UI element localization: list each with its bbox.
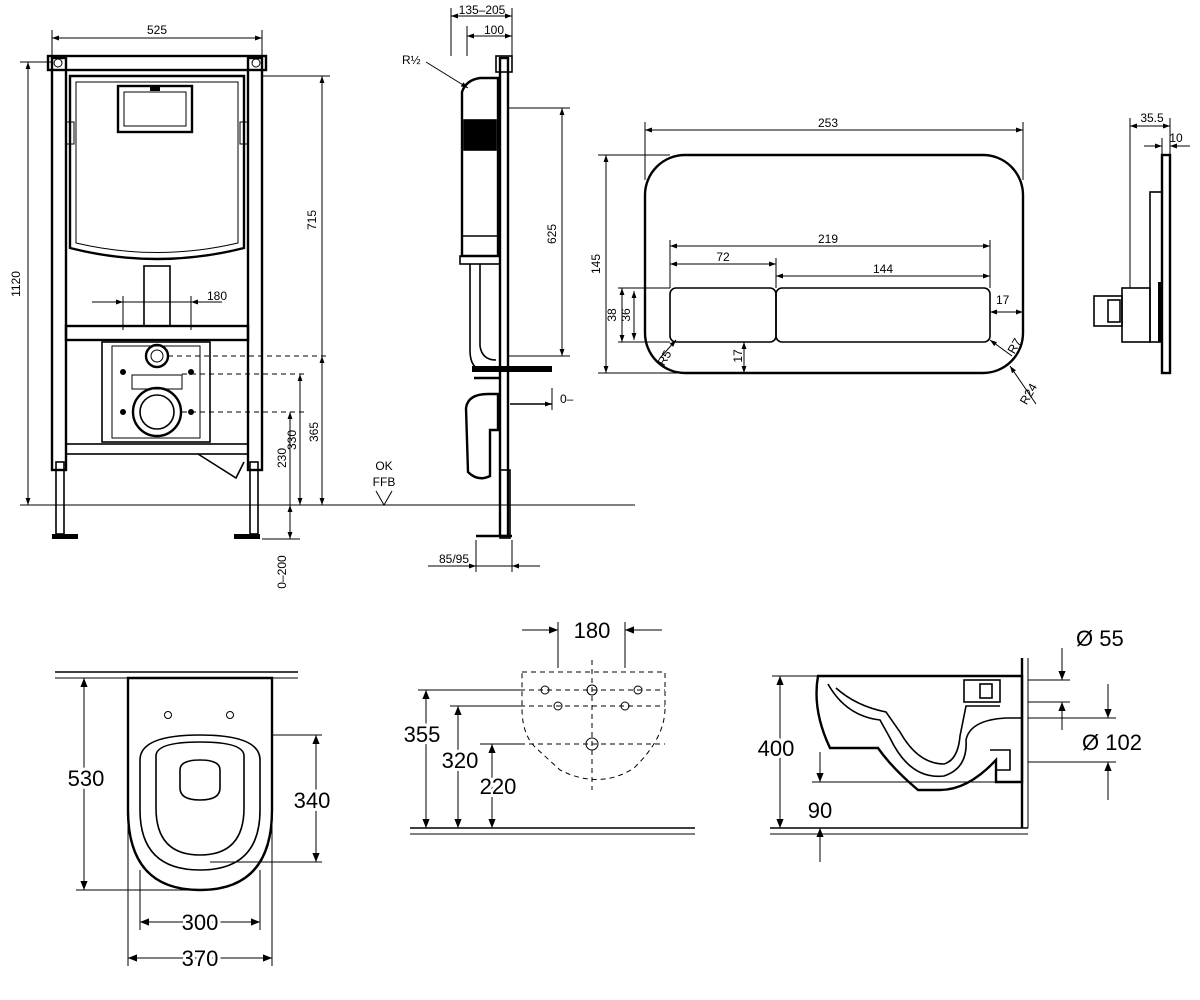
dim-seat-length: 340 [294, 788, 331, 813]
dim-right-button: 144 [873, 262, 893, 276]
dim-inner-width: 300 [182, 910, 219, 935]
dim-bolt-spacing: 180 [207, 289, 227, 303]
dim-buttons-width: 219 [818, 232, 838, 246]
dim-depth: 135–205 [459, 3, 506, 17]
label-floor-top: OK [375, 459, 392, 473]
dim-button-height-outer: 38 [605, 308, 619, 322]
dim-bolt-height: 230 [275, 448, 289, 468]
label-radius-large: R24 [1017, 381, 1040, 407]
label-floor-bottom: FFB [373, 475, 396, 489]
bowl-back-view: 180 355 320 220 [401, 618, 695, 835]
bowl-top-view: 530 340 300 370 [55, 671, 333, 974]
flush-plate-side-view: 35.5 10 [1093, 111, 1190, 375]
frame-front-view: 525 1120 715 180 365 330 230 0–200 [9, 23, 635, 589]
label-radius-small: R5 [655, 348, 675, 369]
dim-plate-width: 253 [818, 116, 838, 130]
dim-offset: 0– [560, 392, 574, 406]
dim-drain-height: 365 [307, 422, 321, 442]
dim-right-gap: 17 [996, 293, 1010, 307]
dim-bowl-height: 400 [758, 736, 795, 761]
dim-back-h2: 320 [442, 748, 479, 773]
dim-frame-height: 1120 [9, 271, 23, 297]
bowl-side-view: 400 90 Ø 55 Ø 102 [755, 626, 1142, 862]
dim-button-height-inner: 36 [619, 308, 633, 322]
label-radius-corner: R7 [1005, 336, 1025, 357]
dim-bottom-gap: 17 [731, 349, 745, 363]
dim-back-h1: 355 [404, 722, 441, 747]
dim-back-bolt-spacing: 180 [574, 618, 611, 643]
dim-left-button: 72 [716, 250, 730, 264]
frame-side-view: 135–205 100 R½ 625 0– OK FFB 85/95 [373, 3, 574, 572]
dim-foot-depth: 85/95 [439, 552, 469, 566]
label-thread: R½ [402, 53, 421, 67]
dim-plate-depth: 35.5 [1140, 111, 1164, 125]
dim-outlet-height: 90 [808, 798, 832, 823]
dim-outer-width: 370 [182, 946, 219, 971]
dim-plate-height: 145 [589, 254, 603, 274]
dim-inlet-height: 330 [285, 430, 299, 450]
dim-bowl-length: 530 [68, 766, 105, 791]
dim-inlet-diameter: Ø 55 [1076, 626, 1124, 651]
dim-tank-height: 625 [545, 224, 559, 244]
dim-flush-height: 715 [305, 210, 319, 230]
dim-outlet-diameter: Ø 102 [1082, 730, 1142, 755]
dim-leg-adjust: 0–200 [275, 555, 289, 589]
dim-plate-thickness: 10 [1169, 131, 1183, 145]
dim-inner-depth: 100 [484, 23, 504, 37]
flush-plate-front-view: 253 145 219 72 144 38 36 17 17 R5 R7 R24 [589, 116, 1040, 407]
dim-frame-width: 525 [147, 23, 167, 37]
dim-back-h3: 220 [480, 774, 517, 799]
